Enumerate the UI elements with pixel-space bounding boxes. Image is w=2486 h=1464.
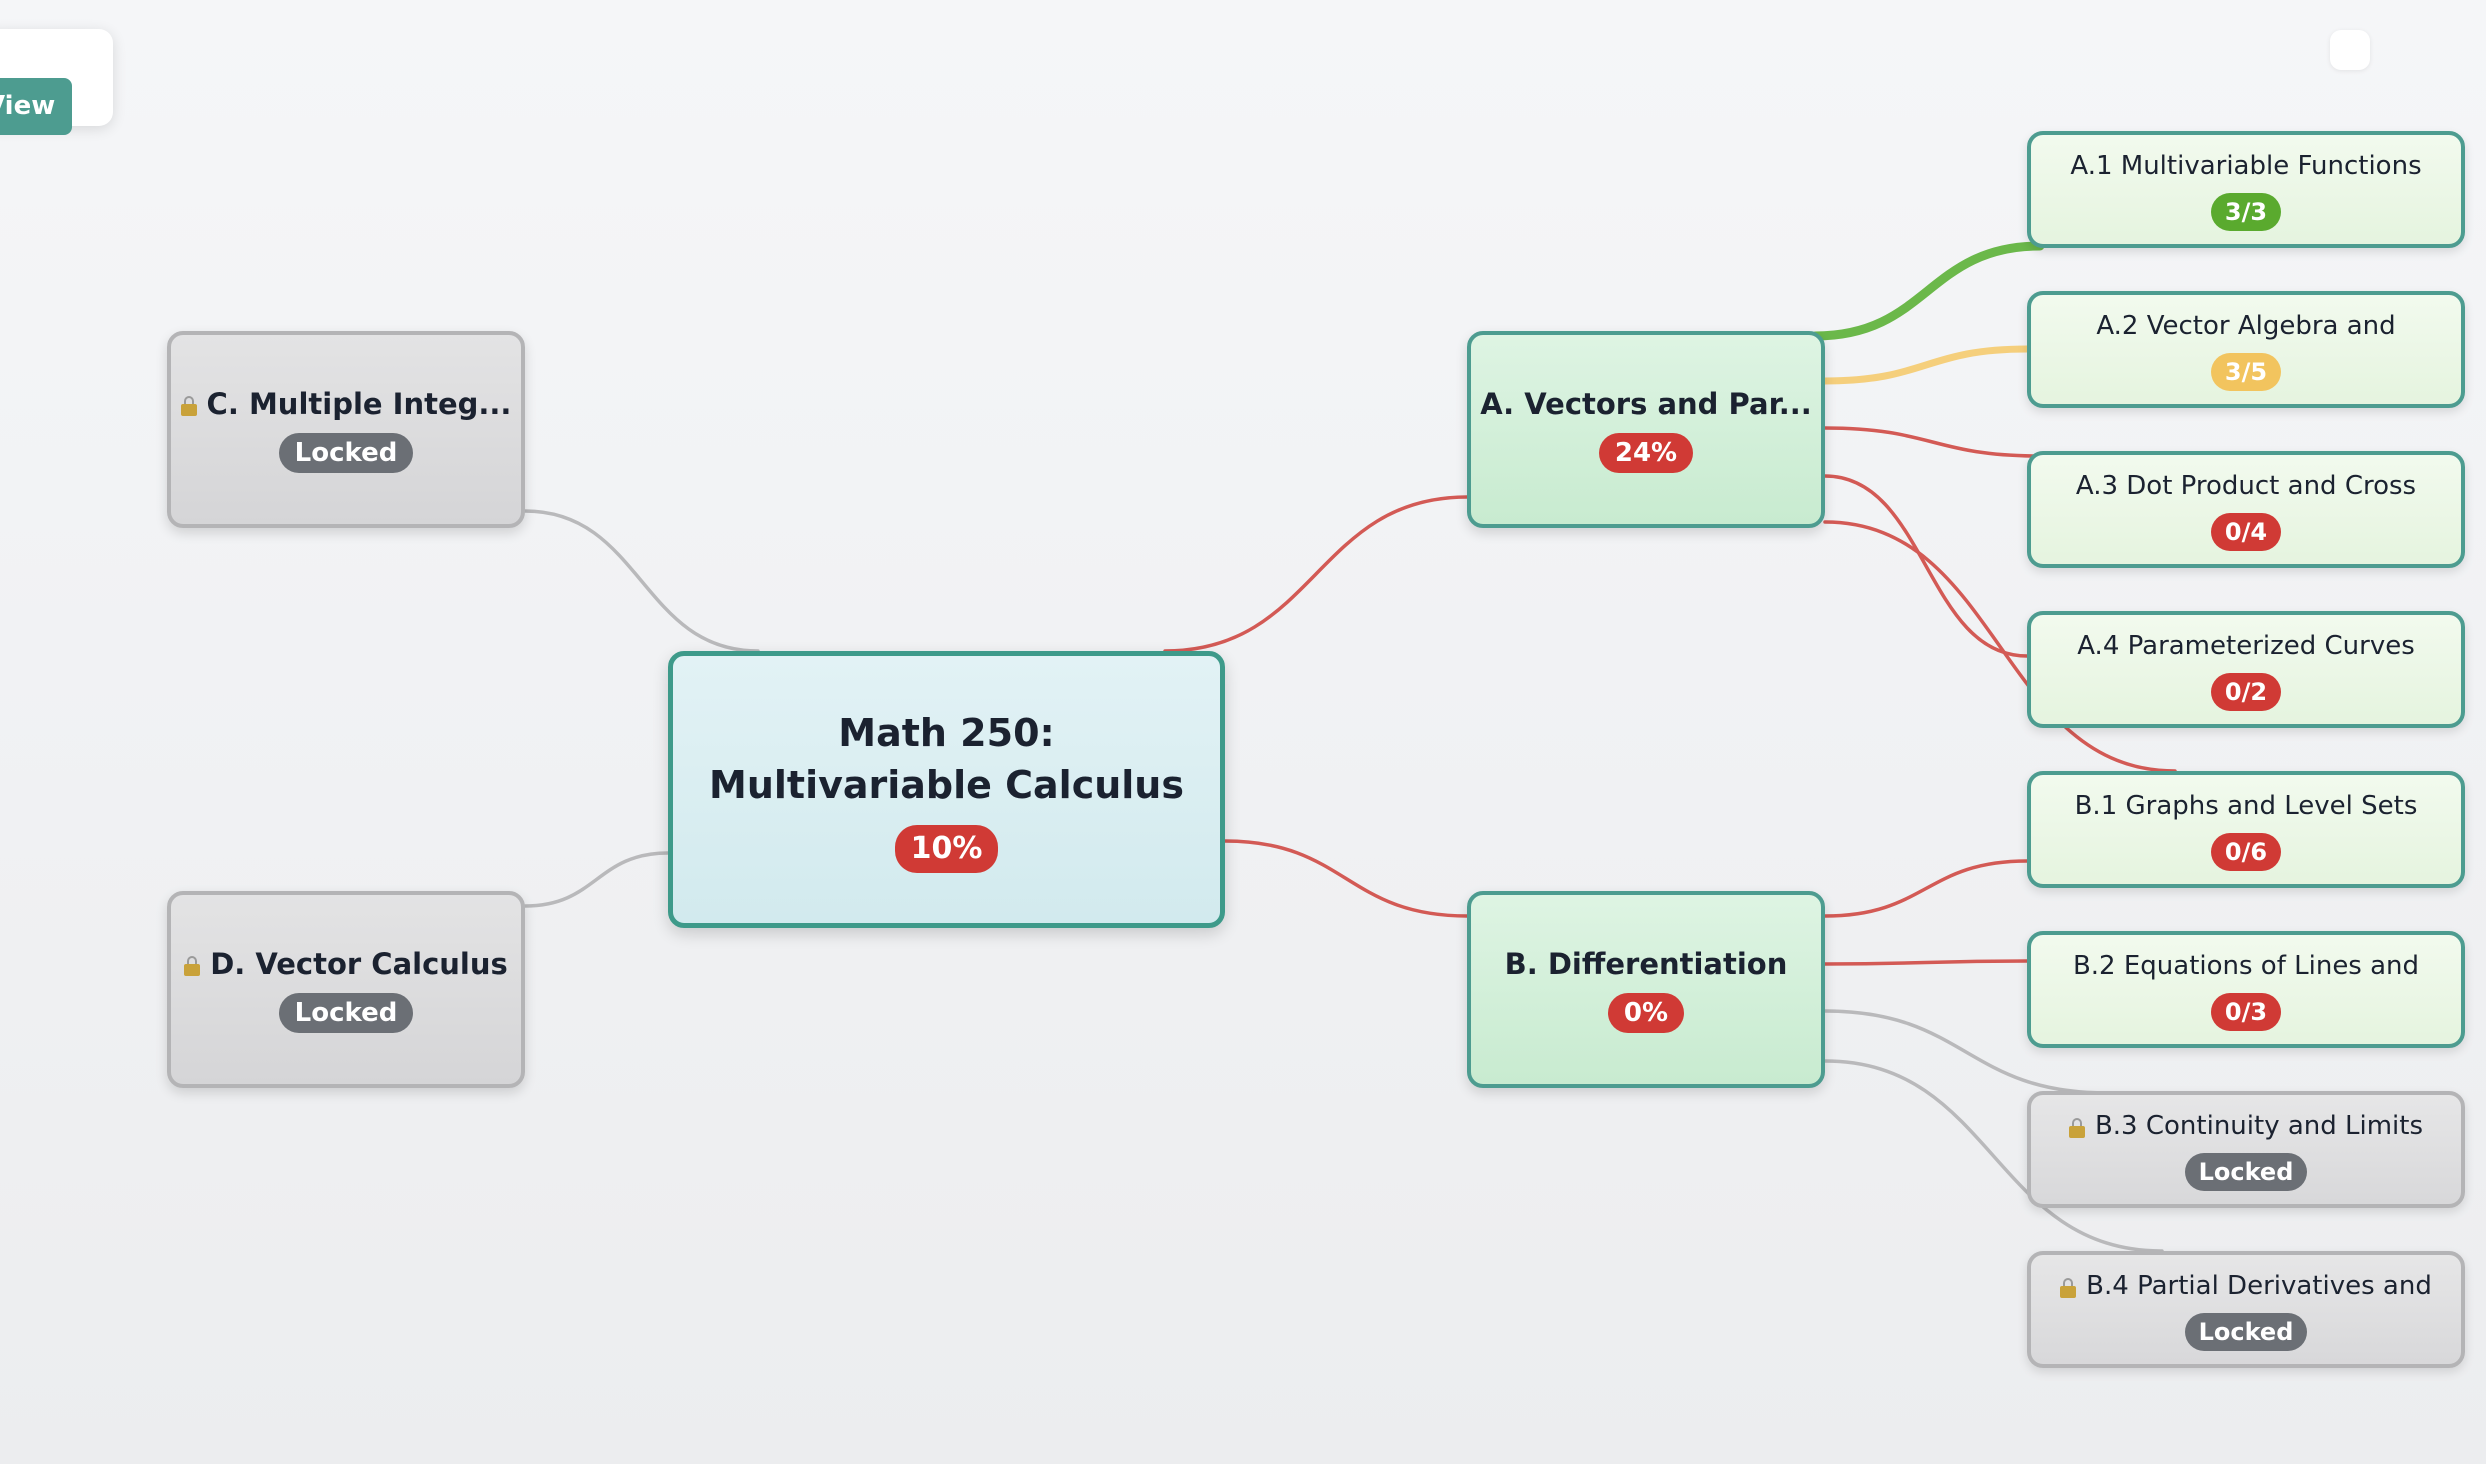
chapter-badge: Locked (278, 992, 414, 1033)
edge-a-a4 (1823, 474, 2029, 658)
lesson-badge: 0/4 (2210, 512, 2282, 551)
lesson-title: A.2 Vector Algebra and (2096, 310, 2396, 341)
chapter-badge: Locked (278, 432, 414, 473)
lesson-title: A.1 Multivariable Functions (2070, 150, 2422, 181)
chapter-title: A. Vectors and Par... (1480, 386, 1812, 421)
view-panel: View (0, 29, 113, 135)
lesson-badge: Locked (2184, 1312, 2308, 1351)
lesson-node-b3[interactable]: B.3 Continuity and Limits Locked (2027, 1091, 2465, 1208)
edge-root-d (523, 851, 670, 908)
lock-icon (184, 955, 201, 976)
root-progress-badge: 10% (894, 824, 999, 873)
lesson-title: A.3 Dot Product and Cross (2075, 470, 2417, 501)
chapter-node-b[interactable]: B. Differentiation 0% (1467, 891, 1825, 1088)
chapter-node-d[interactable]: D. Vector Calculus Locked (167, 891, 525, 1088)
lesson-title: B.3 Continuity and Limits (2094, 1110, 2424, 1141)
lesson-title: B.4 Partial Derivatives and (2086, 1270, 2432, 1301)
chapter-title: C. Multiple Integ... (206, 386, 512, 421)
edge-b-b3 (1823, 1009, 2109, 1095)
edge-b-b2 (1823, 959, 2029, 966)
root-node[interactable]: Math 250: Multivariable Calculus 10% (668, 651, 1225, 928)
edge-a-a1 (1810, 241, 2045, 341)
lesson-badge: 3/5 (2210, 352, 2282, 391)
chapter-node-a[interactable]: A. Vectors and Par... 24% (1467, 331, 1825, 528)
lock-icon (2060, 1277, 2077, 1298)
menu-dot-button[interactable] (2330, 30, 2370, 70)
edge-b-b1 (1823, 859, 2029, 918)
edge-a-a2 (1821, 345, 2031, 385)
lesson-node-b2[interactable]: B.2 Equations of Lines and 0/3 (2027, 931, 2465, 1048)
lesson-badge: Locked (2184, 1152, 2308, 1191)
chapter-badge: 0% (1607, 992, 1685, 1033)
edge-b-b4 (1823, 1059, 2164, 1253)
lesson-badge: 0/6 (2210, 832, 2282, 871)
lesson-node-b1[interactable]: B.1 Graphs and Level Sets 0/6 (2027, 771, 2465, 888)
lesson-node-a4[interactable]: A.4 Parameterized Curves 0/2 (2027, 611, 2465, 728)
edge-a-a3 (1823, 426, 2042, 458)
edge-root-b (1223, 839, 1469, 918)
lesson-title: B.2 Equations of Lines and (2072, 950, 2420, 981)
chapter-badge: 24% (1598, 432, 1694, 473)
chapter-node-c[interactable]: C. Multiple Integ... Locked (167, 331, 525, 528)
edge-root-c (523, 509, 760, 653)
lesson-title: B.1 Graphs and Level Sets (2074, 790, 2418, 821)
root-title-line1: Math 250: (838, 710, 1055, 755)
root-title-line2: Multivariable Calculus (709, 762, 1184, 807)
lock-icon (180, 395, 197, 416)
lesson-badge: 3/3 (2210, 192, 2282, 231)
view-button[interactable]: View (0, 78, 72, 135)
edge-root-a (1163, 495, 1469, 653)
lesson-node-a2[interactable]: A.2 Vector Algebra and 3/5 (2027, 291, 2465, 408)
lesson-node-a3[interactable]: A.3 Dot Product and Cross 0/4 (2027, 451, 2465, 568)
lesson-node-a1[interactable]: A.1 Multivariable Functions 3/3 (2027, 131, 2465, 248)
lock-icon (2068, 1117, 2085, 1138)
lesson-node-b4[interactable]: B.4 Partial Derivatives and Locked (2027, 1251, 2465, 1368)
lesson-title: A.4 Parameterized Curves (2077, 630, 2415, 661)
edge-a-b1 (1823, 520, 2177, 773)
lesson-badge: 0/2 (2210, 672, 2282, 711)
chapter-title: B. Differentiation (1504, 946, 1788, 981)
lesson-badge: 0/3 (2210, 992, 2282, 1031)
chapter-title: D. Vector Calculus (210, 946, 508, 981)
